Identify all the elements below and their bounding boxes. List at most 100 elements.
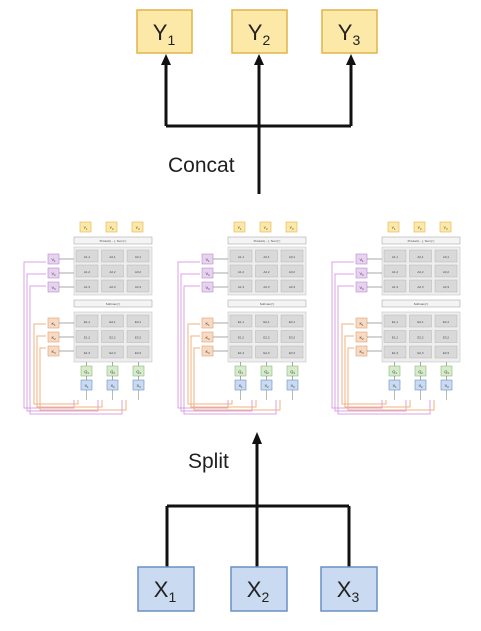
input-x2: X2: [230, 566, 288, 612]
head-output-box: [131, 221, 144, 233]
svg-text:Y1: Y1: [153, 20, 176, 48]
attention-cell: [229, 249, 253, 263]
key-label: K3: [359, 349, 364, 355]
split-label: Split: [188, 450, 229, 473]
attention-cell: [434, 249, 458, 263]
query-label: Q3: [444, 369, 449, 375]
attention-cell-label: A3,3: [135, 285, 142, 289]
key-wire: [347, 347, 435, 411]
energy-cell-label: E2,3: [109, 351, 116, 355]
attention-cell: [383, 264, 407, 278]
energy-cell-label: E3,2: [135, 336, 142, 340]
value-label: V3: [359, 285, 364, 291]
energy-cell-label: E2,2: [263, 336, 270, 340]
attention-cell: [229, 279, 253, 293]
energy-cell-label: E3,1: [289, 320, 296, 324]
concat-label: Concat: [168, 154, 235, 177]
energy-cell: [280, 345, 304, 359]
attention-cell-label: A3,1: [135, 255, 142, 259]
key-label: K2: [205, 335, 210, 341]
attention-cell-label: A1,2: [238, 270, 245, 274]
svg-text:Y3: Y3: [338, 20, 361, 48]
attention-cell-label: A1,2: [392, 270, 399, 274]
value-label: V1: [51, 257, 56, 263]
energy-cell-label: E3,3: [443, 351, 450, 355]
energy-cell: [101, 330, 124, 343]
concat-connector: [161, 54, 356, 194]
energy-cell: [383, 330, 407, 343]
query-label: Q3: [290, 369, 295, 375]
attention-cell: [126, 279, 150, 293]
softmax-bar: [227, 299, 307, 308]
attention-cell: [383, 279, 407, 293]
product-sum-bar: [73, 236, 153, 245]
value-wire: [183, 285, 277, 415]
product-sum-label: Product(→), Sum(↑): [254, 239, 281, 243]
attention-cell: [229, 264, 253, 278]
softmax-label: Softmax(↑): [260, 302, 275, 306]
input-boxes: X1 X2 X3: [137, 566, 378, 612]
key-wire: [341, 323, 387, 405]
energy-cell-label: E2,2: [109, 336, 116, 340]
attention-cell: [383, 249, 407, 263]
energy-cell: [229, 314, 253, 328]
attention-cell: [409, 264, 432, 278]
energy-cell: [126, 345, 150, 359]
head-output-label: Y2: [263, 225, 268, 231]
head-input-label: X3: [444, 383, 449, 389]
query-label: Q3: [136, 369, 141, 375]
energy-cell: [75, 330, 99, 343]
energy-cell-label: E2,1: [263, 320, 270, 324]
key-wire: [36, 335, 103, 408]
head-input-label: X2: [418, 383, 423, 389]
energy-cell-label: E1,3: [392, 351, 399, 355]
attention-cell-label: A1,3: [238, 285, 245, 289]
energy-cell: [409, 330, 432, 343]
key-label: K2: [51, 335, 56, 341]
attention-cell-label: A1,3: [392, 285, 399, 289]
attention-cell: [255, 249, 278, 263]
value-wire: [337, 285, 431, 415]
value-wire: [23, 261, 75, 409]
attention-cell: [75, 249, 99, 263]
attention-cell: [434, 279, 458, 293]
energy-cell: [255, 314, 278, 328]
attention-cell-label: A2,3: [263, 285, 270, 289]
head-output-label: Y1: [391, 225, 396, 231]
head-input-label: X2: [110, 383, 115, 389]
svg-text:X1: X1: [154, 577, 177, 605]
attention-cell-label: A3,2: [443, 270, 450, 274]
energy-cell-label: E1,1: [84, 320, 91, 324]
energy-cell-label: E1,1: [392, 320, 399, 324]
attention-cell: [101, 264, 124, 278]
attention-cell-label: A3,3: [289, 285, 296, 289]
energy-cell-label: E3,3: [135, 351, 142, 355]
head-wires: [23, 261, 127, 415]
head-input-label: X1: [84, 383, 89, 389]
energy-cell-label: E1,3: [84, 351, 91, 355]
energy-cell-label: E2,1: [417, 320, 424, 324]
product-sum-label: Product(→), Sum(↑): [408, 239, 435, 243]
energy-cell: [255, 345, 278, 359]
head-output-label: Y1: [237, 225, 242, 231]
attention-cell-label: A2,3: [109, 285, 116, 289]
attention-cell: [434, 264, 458, 278]
attention-cell-label: A3,1: [289, 255, 296, 259]
energy-cell-label: E2,3: [263, 351, 270, 355]
split-connector: [165, 432, 351, 567]
energy-cell-label: E3,3: [289, 351, 296, 355]
head-output-label: Y1: [83, 225, 88, 231]
head-input-label: X3: [136, 383, 141, 389]
head-output-label: Y3: [135, 225, 140, 231]
attention-cell-label: A2,3: [417, 285, 424, 289]
energy-cell-label: E1,3: [238, 351, 245, 355]
output-y3: Y3: [321, 9, 378, 54]
softmax-label: Softmax(↑): [414, 302, 429, 306]
attention-cell: [75, 264, 99, 278]
value-wire: [177, 261, 229, 409]
energy-cell: [434, 345, 458, 359]
